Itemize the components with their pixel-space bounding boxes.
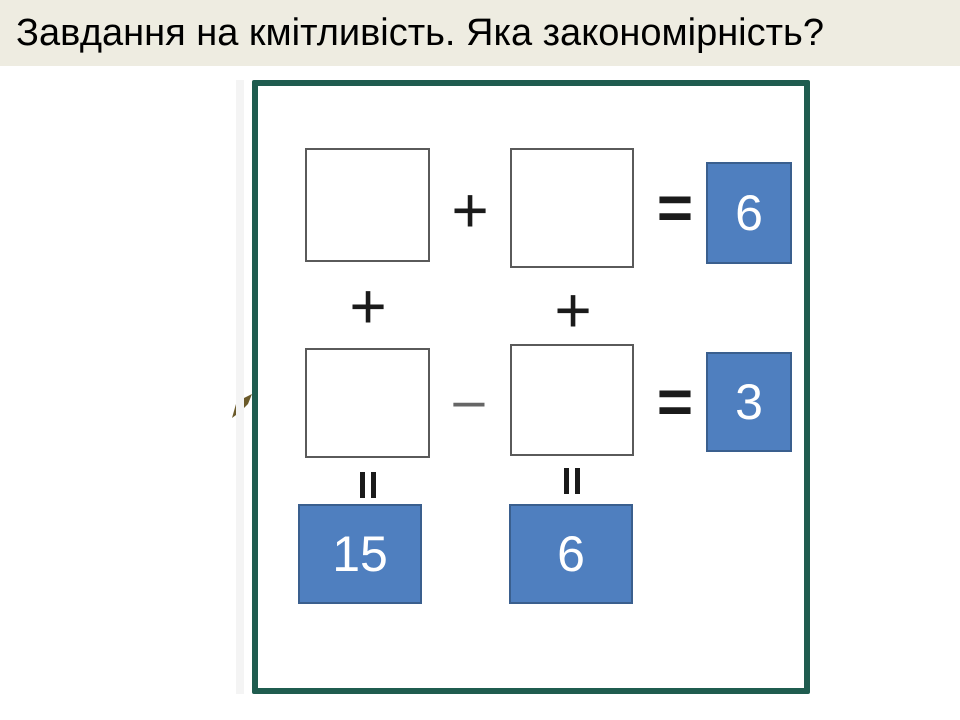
result-col2: 6 xyxy=(509,504,633,604)
empty-cell-row1-col1[interactable] xyxy=(305,148,430,262)
minus-sign-row2: – xyxy=(453,368,485,431)
equals-sign-row2: = xyxy=(656,368,694,437)
title-bar: Завдання на кмітливість. Яка закономірні… xyxy=(0,0,960,66)
result-row2: 3 xyxy=(706,352,792,452)
result-col1: 15 xyxy=(298,504,422,604)
plus-sign-row1: + xyxy=(451,174,489,246)
equals-sign-col2 xyxy=(552,464,592,507)
empty-cell-row2-col1[interactable] xyxy=(305,348,430,458)
result-row1: 6 xyxy=(706,162,792,264)
vertical-equals-icon xyxy=(564,468,580,494)
equals-sign-col1 xyxy=(348,468,388,511)
empty-cell-row2-col2[interactable] xyxy=(510,344,634,456)
plus-sign-col2: + xyxy=(554,274,592,346)
plus-sign-col1: + xyxy=(349,270,387,342)
equals-sign-row1: = xyxy=(656,174,694,243)
empty-cell-row1-col2[interactable] xyxy=(510,148,634,268)
vertical-equals-icon xyxy=(360,472,376,498)
slide-title: Завдання на кмітливість. Яка закономірні… xyxy=(16,12,824,54)
